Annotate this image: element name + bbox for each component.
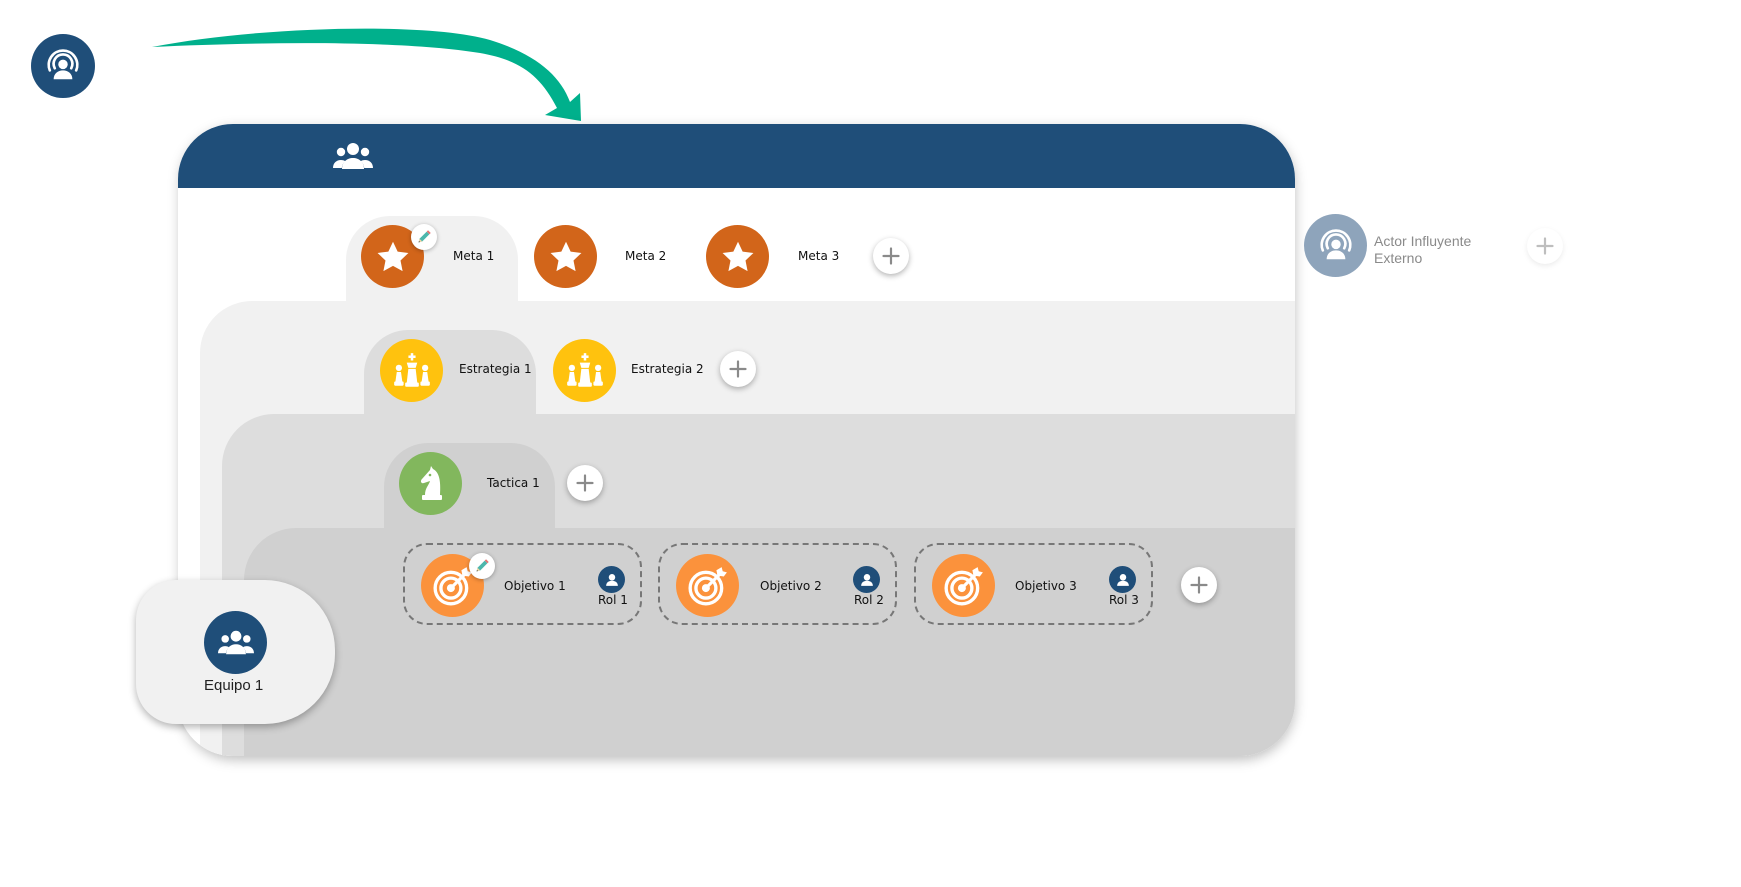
chess-king-pawns-icon bbox=[564, 350, 606, 392]
objetivo-1-group[interactable] bbox=[403, 543, 642, 625]
person-icon bbox=[603, 571, 621, 589]
broadcast-person-icon bbox=[41, 44, 85, 88]
pencil-icon bbox=[473, 557, 491, 575]
plus-icon bbox=[728, 359, 748, 379]
rol-1-label: Rol 1 bbox=[598, 593, 628, 607]
tactica-1-label: Tactica 1 bbox=[487, 476, 540, 490]
team-card bbox=[178, 124, 1295, 756]
plus-icon bbox=[1189, 575, 1209, 595]
estrategia-2-icon[interactable] bbox=[553, 339, 616, 402]
add-external-actor-button[interactable] bbox=[1527, 228, 1563, 264]
external-actor-label-line2: Externo bbox=[1374, 250, 1423, 266]
plus-icon bbox=[575, 473, 595, 493]
objetivo-3-label: Objetivo 3 bbox=[1015, 579, 1077, 593]
chess-king-pawns-icon bbox=[391, 350, 433, 392]
rol-2-label: Rol 2 bbox=[854, 593, 884, 607]
pencil-icon bbox=[415, 228, 433, 246]
tactica-1-icon[interactable] bbox=[399, 452, 462, 515]
estrategia-2-label: Estrategia 2 bbox=[631, 362, 704, 376]
external-actor-label: Actor Influyente Externo bbox=[1374, 233, 1471, 267]
team-header bbox=[178, 124, 1295, 188]
external-actor-avatar[interactable] bbox=[1304, 214, 1367, 277]
team-avatar[interactable] bbox=[204, 611, 267, 674]
objetivo-2-icon[interactable] bbox=[676, 554, 739, 617]
top-actor-avatar[interactable] bbox=[31, 34, 95, 98]
target-arrow-icon bbox=[687, 565, 729, 607]
target-arrow-icon bbox=[432, 565, 474, 607]
objetivo-3-icon[interactable] bbox=[932, 554, 995, 617]
meta-3-icon[interactable] bbox=[706, 225, 769, 288]
broadcast-person-icon bbox=[1314, 224, 1358, 268]
external-actor-label-line1: Actor Influyente bbox=[1374, 233, 1472, 249]
plus-icon bbox=[1535, 236, 1555, 256]
add-estrategia-button[interactable] bbox=[720, 351, 756, 387]
estrategia-1-icon[interactable] bbox=[380, 339, 443, 402]
group-icon bbox=[333, 141, 373, 171]
objetivo-3-group[interactable] bbox=[914, 543, 1153, 625]
objetivo-2-group[interactable] bbox=[658, 543, 897, 625]
add-objetivo-button[interactable] bbox=[1181, 567, 1217, 603]
star-icon bbox=[548, 239, 584, 275]
estrategia-1-label: Estrategia 1 bbox=[459, 362, 532, 376]
objetivo-2-label: Objetivo 2 bbox=[760, 579, 822, 593]
star-icon bbox=[720, 239, 756, 275]
person-icon bbox=[858, 571, 876, 589]
add-meta-button[interactable] bbox=[873, 238, 909, 274]
rol-3-avatar[interactable] bbox=[1109, 566, 1136, 593]
rol-2-avatar[interactable] bbox=[853, 566, 880, 593]
flow-arrow bbox=[152, 28, 581, 122]
star-icon bbox=[375, 239, 411, 275]
meta-2-icon[interactable] bbox=[534, 225, 597, 288]
chess-knight-icon bbox=[416, 464, 446, 504]
meta-1-label: Meta 1 bbox=[453, 249, 495, 263]
objetivo-1-edit-button[interactable] bbox=[469, 553, 495, 579]
target-arrow-icon bbox=[943, 565, 985, 607]
add-tactica-button[interactable] bbox=[567, 465, 603, 501]
plus-icon bbox=[881, 246, 901, 266]
team-label: Equipo 1 bbox=[204, 677, 264, 694]
rol-3-label: Rol 3 bbox=[1109, 593, 1139, 607]
meta-3-label: Meta 3 bbox=[798, 249, 840, 263]
objetivo-1-label: Objetivo 1 bbox=[504, 579, 566, 593]
group-icon bbox=[218, 629, 254, 656]
person-icon bbox=[1114, 571, 1132, 589]
rol-1-avatar[interactable] bbox=[598, 566, 625, 593]
meta-2-label: Meta 2 bbox=[625, 249, 667, 263]
meta-1-edit-button[interactable] bbox=[411, 224, 437, 250]
